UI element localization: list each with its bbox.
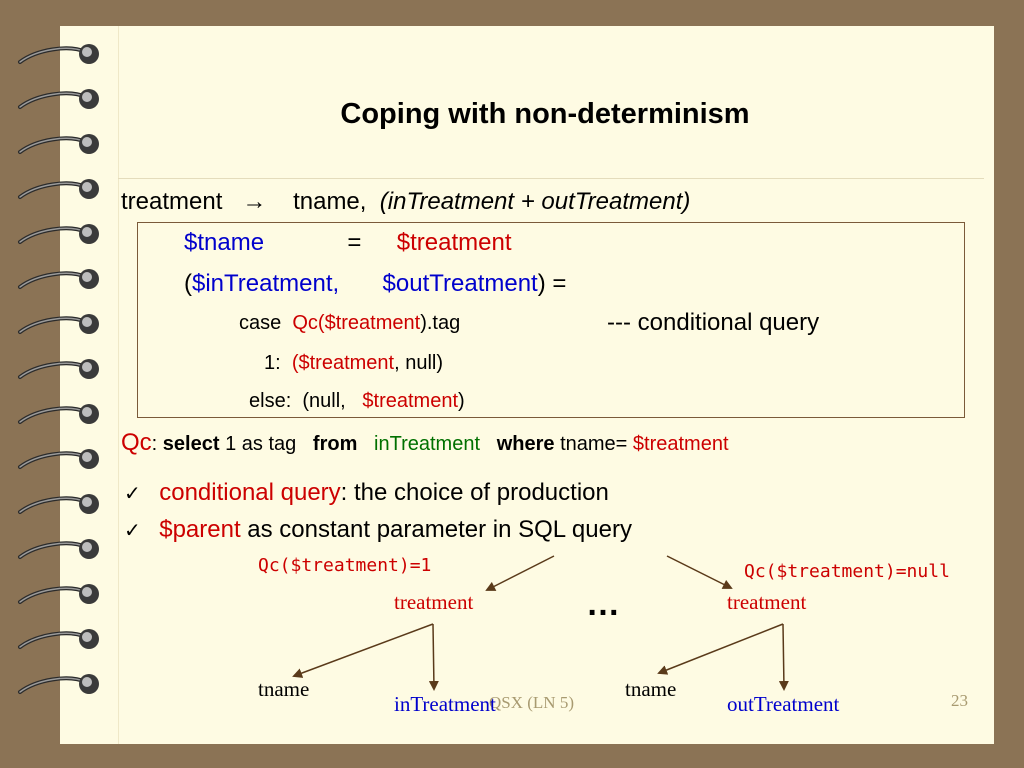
binding-ring-icon: [18, 494, 99, 514]
rule-rhs: tname,: [293, 188, 367, 215]
code-line-1: $tname = $treatment: [184, 229, 512, 257]
footer-label: QSX (LN 5): [489, 693, 574, 712]
code-comment: --- conditional query: [607, 309, 820, 336]
rule-line: treatment → tname, (inTreatment + outTre…: [121, 188, 690, 216]
bullet-1-text: : the choice of production: [340, 479, 609, 506]
code-tag: ).tag: [420, 312, 461, 334]
code-else: else:: [249, 390, 292, 412]
binding-ring-icon: [18, 629, 99, 649]
code-val-treatment-3: $treatment: [362, 390, 459, 412]
query-select-kw: select: [162, 433, 220, 455]
code-open-paren: (: [184, 270, 192, 297]
arrow-right-to-tname: [657, 623, 784, 675]
tree-right-root: treatment: [727, 590, 807, 614]
code-eq: =: [347, 229, 362, 256]
code-var-intreatment: $inTreatment,: [192, 270, 340, 297]
code-case-1: 1:: [264, 352, 281, 374]
code-close-eq: ) =: [537, 270, 567, 297]
checkmark-icon: ✓: [124, 483, 141, 505]
bullet-1: ✓ conditional query: the choice of produ…: [124, 479, 609, 507]
rule-rhs-italic: (inTreatment + outTreatment): [379, 188, 691, 215]
code-close-paren: ): [458, 390, 465, 412]
code-val-treatment-2: $treatment: [298, 352, 395, 374]
code-null-open: (null,: [302, 390, 346, 412]
tree-left-child-intreatment: inTreatment: [394, 692, 496, 716]
binding-ring-icon: [18, 44, 99, 64]
title-divider: [118, 178, 984, 179]
binding-ring-icon: [18, 314, 99, 334]
query-select-rest: 1 as tag: [225, 433, 297, 455]
bullet-2: ✓ $parent as constant parameter in SQL q…: [124, 516, 632, 544]
arrow-right-to-outtreatment: [778, 623, 789, 691]
tree-left-root: treatment: [394, 590, 474, 614]
binding-ring-icon: [18, 89, 99, 109]
code-line-2: ($inTreatment, $outTreatment) =: [184, 270, 566, 298]
bullet-2-highlight: $parent: [159, 516, 241, 543]
query-where-rest: tname=: [560, 433, 628, 455]
binding-ring-icon: [18, 674, 99, 694]
query-line: Qc: select 1 as tag from inTreatment whe…: [121, 429, 729, 457]
code-var-tname: $tname: [184, 229, 265, 256]
code-null-rest: , null): [394, 352, 443, 374]
code-case: case: [239, 312, 282, 334]
tree-right-condition: Qc($treatment)=null: [744, 561, 950, 582]
arrow-icon: →: [242, 188, 267, 215]
arrow-to-right-root: [666, 555, 733, 589]
arrow-left-to-intreatment: [428, 623, 439, 691]
binding-ring-icon: [18, 269, 99, 289]
code-line-5: else: (null, $treatment): [249, 390, 465, 413]
arrow-to-left-root: [485, 555, 555, 591]
binding-ring-icon: [18, 224, 99, 244]
slide-title: Coping with non-determinism: [340, 98, 750, 130]
binding-ring-icon: [18, 539, 99, 559]
binding-ring-icon: [18, 134, 99, 154]
paper-margin-line: [118, 26, 119, 744]
code-val-treatment: $treatment: [396, 229, 512, 256]
code-qc-call: Qc($treatment: [292, 312, 421, 334]
bullet-2-text: as constant parameter in SQL query: [240, 516, 632, 543]
code-line-3: case Qc($treatment).tag: [239, 312, 460, 335]
query-colon: :: [151, 433, 158, 455]
binding-ring-icon: [18, 404, 99, 424]
tree-right-child-outtreatment: outTreatment: [727, 692, 840, 716]
code-var-outtreatment: $outTreatment: [382, 270, 538, 297]
code-line-4: 1: ($treatment, null): [264, 352, 443, 375]
slide-paper: [60, 26, 994, 744]
tree-ellipsis: …: [586, 585, 620, 623]
query-where-kw: where: [496, 433, 555, 455]
bullet-1-highlight: conditional query: [159, 479, 341, 506]
tree-right-child-tname: tname: [625, 677, 677, 701]
checkmark-icon: ✓: [124, 520, 141, 542]
query-qc: Qc: [121, 429, 152, 456]
query-param: $treatment: [632, 433, 729, 455]
rule-lhs: treatment: [121, 188, 223, 215]
tree-left-condition: Qc($treatment)=1: [258, 555, 432, 576]
query-table: inTreatment: [374, 433, 481, 455]
tree-left-child-tname: tname: [258, 677, 310, 701]
code-open-paren-2: (: [291, 352, 299, 374]
query-from-kw: from: [312, 433, 358, 455]
binding-ring-icon: [18, 359, 99, 379]
binding-ring-icon: [18, 179, 99, 199]
binding-ring-icon: [18, 584, 99, 604]
arrow-left-to-tname: [292, 623, 434, 678]
binding-ring-icon: [18, 449, 99, 469]
page-number: 23: [951, 691, 968, 710]
code-box: [137, 222, 965, 418]
